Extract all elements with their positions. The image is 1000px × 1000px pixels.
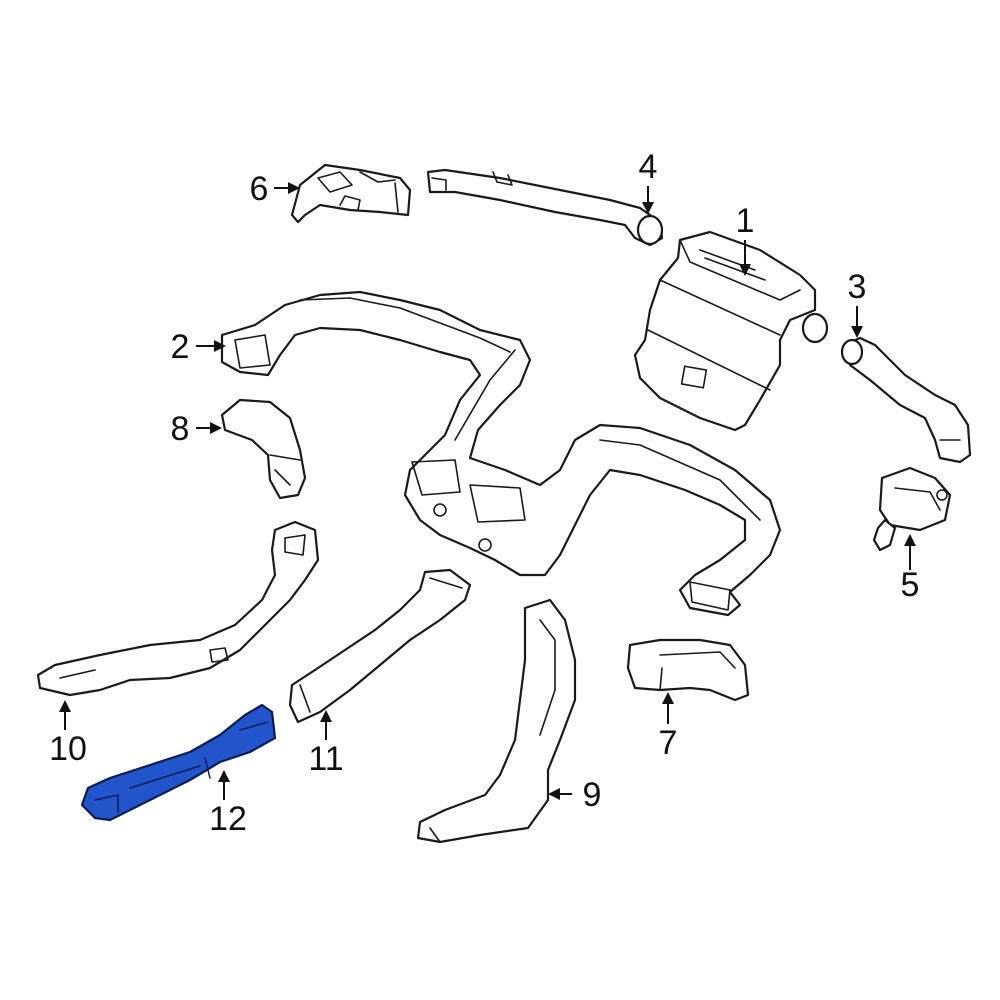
callout-2: 2 [171,328,226,366]
part-6-duct-bracket[interactable] [290,163,412,224]
part-8-duct[interactable] [220,398,307,500]
callout-label-8: 8 [171,410,190,448]
part-11-duct[interactable] [288,568,472,724]
part-1-hvac-unit[interactable] [633,230,829,432]
part-10-duct[interactable] [36,520,320,697]
callout-11: 11 [308,710,344,778]
callout-label-12: 12 [209,800,247,838]
callout-5: 5 [901,534,920,604]
part-12-duct-highlighted[interactable] [80,703,277,822]
callout-7: 7 [659,692,678,762]
part-4-tube[interactable] [426,168,664,247]
callout-10: 10 [49,700,87,768]
callout-label-3: 3 [848,268,867,306]
callout-3: 3 [848,268,867,338]
callout-1: 1 [736,202,755,276]
part-3-hose[interactable] [840,336,972,464]
part-5-actuator[interactable] [872,466,952,552]
callout-8: 8 [171,410,222,448]
callout-9: 9 [548,776,601,814]
callout-6: 6 [250,170,300,208]
part-9-duct[interactable] [416,598,577,844]
callout-4: 4 [639,148,658,214]
callout-label-2: 2 [171,328,190,366]
callout-label-9: 9 [583,776,602,814]
callout-label-6: 6 [250,170,269,208]
callout-12: 12 [209,770,247,838]
callout-label-4: 4 [639,148,658,186]
callout-label-7: 7 [659,724,678,762]
callout-label-10: 10 [49,730,87,768]
part-7-duct[interactable] [626,638,750,702]
part-2-main-duct[interactable] [220,290,782,617]
callout-label-1: 1 [736,202,755,240]
callout-label-5: 5 [901,566,920,604]
callout-label-11: 11 [308,740,343,778]
